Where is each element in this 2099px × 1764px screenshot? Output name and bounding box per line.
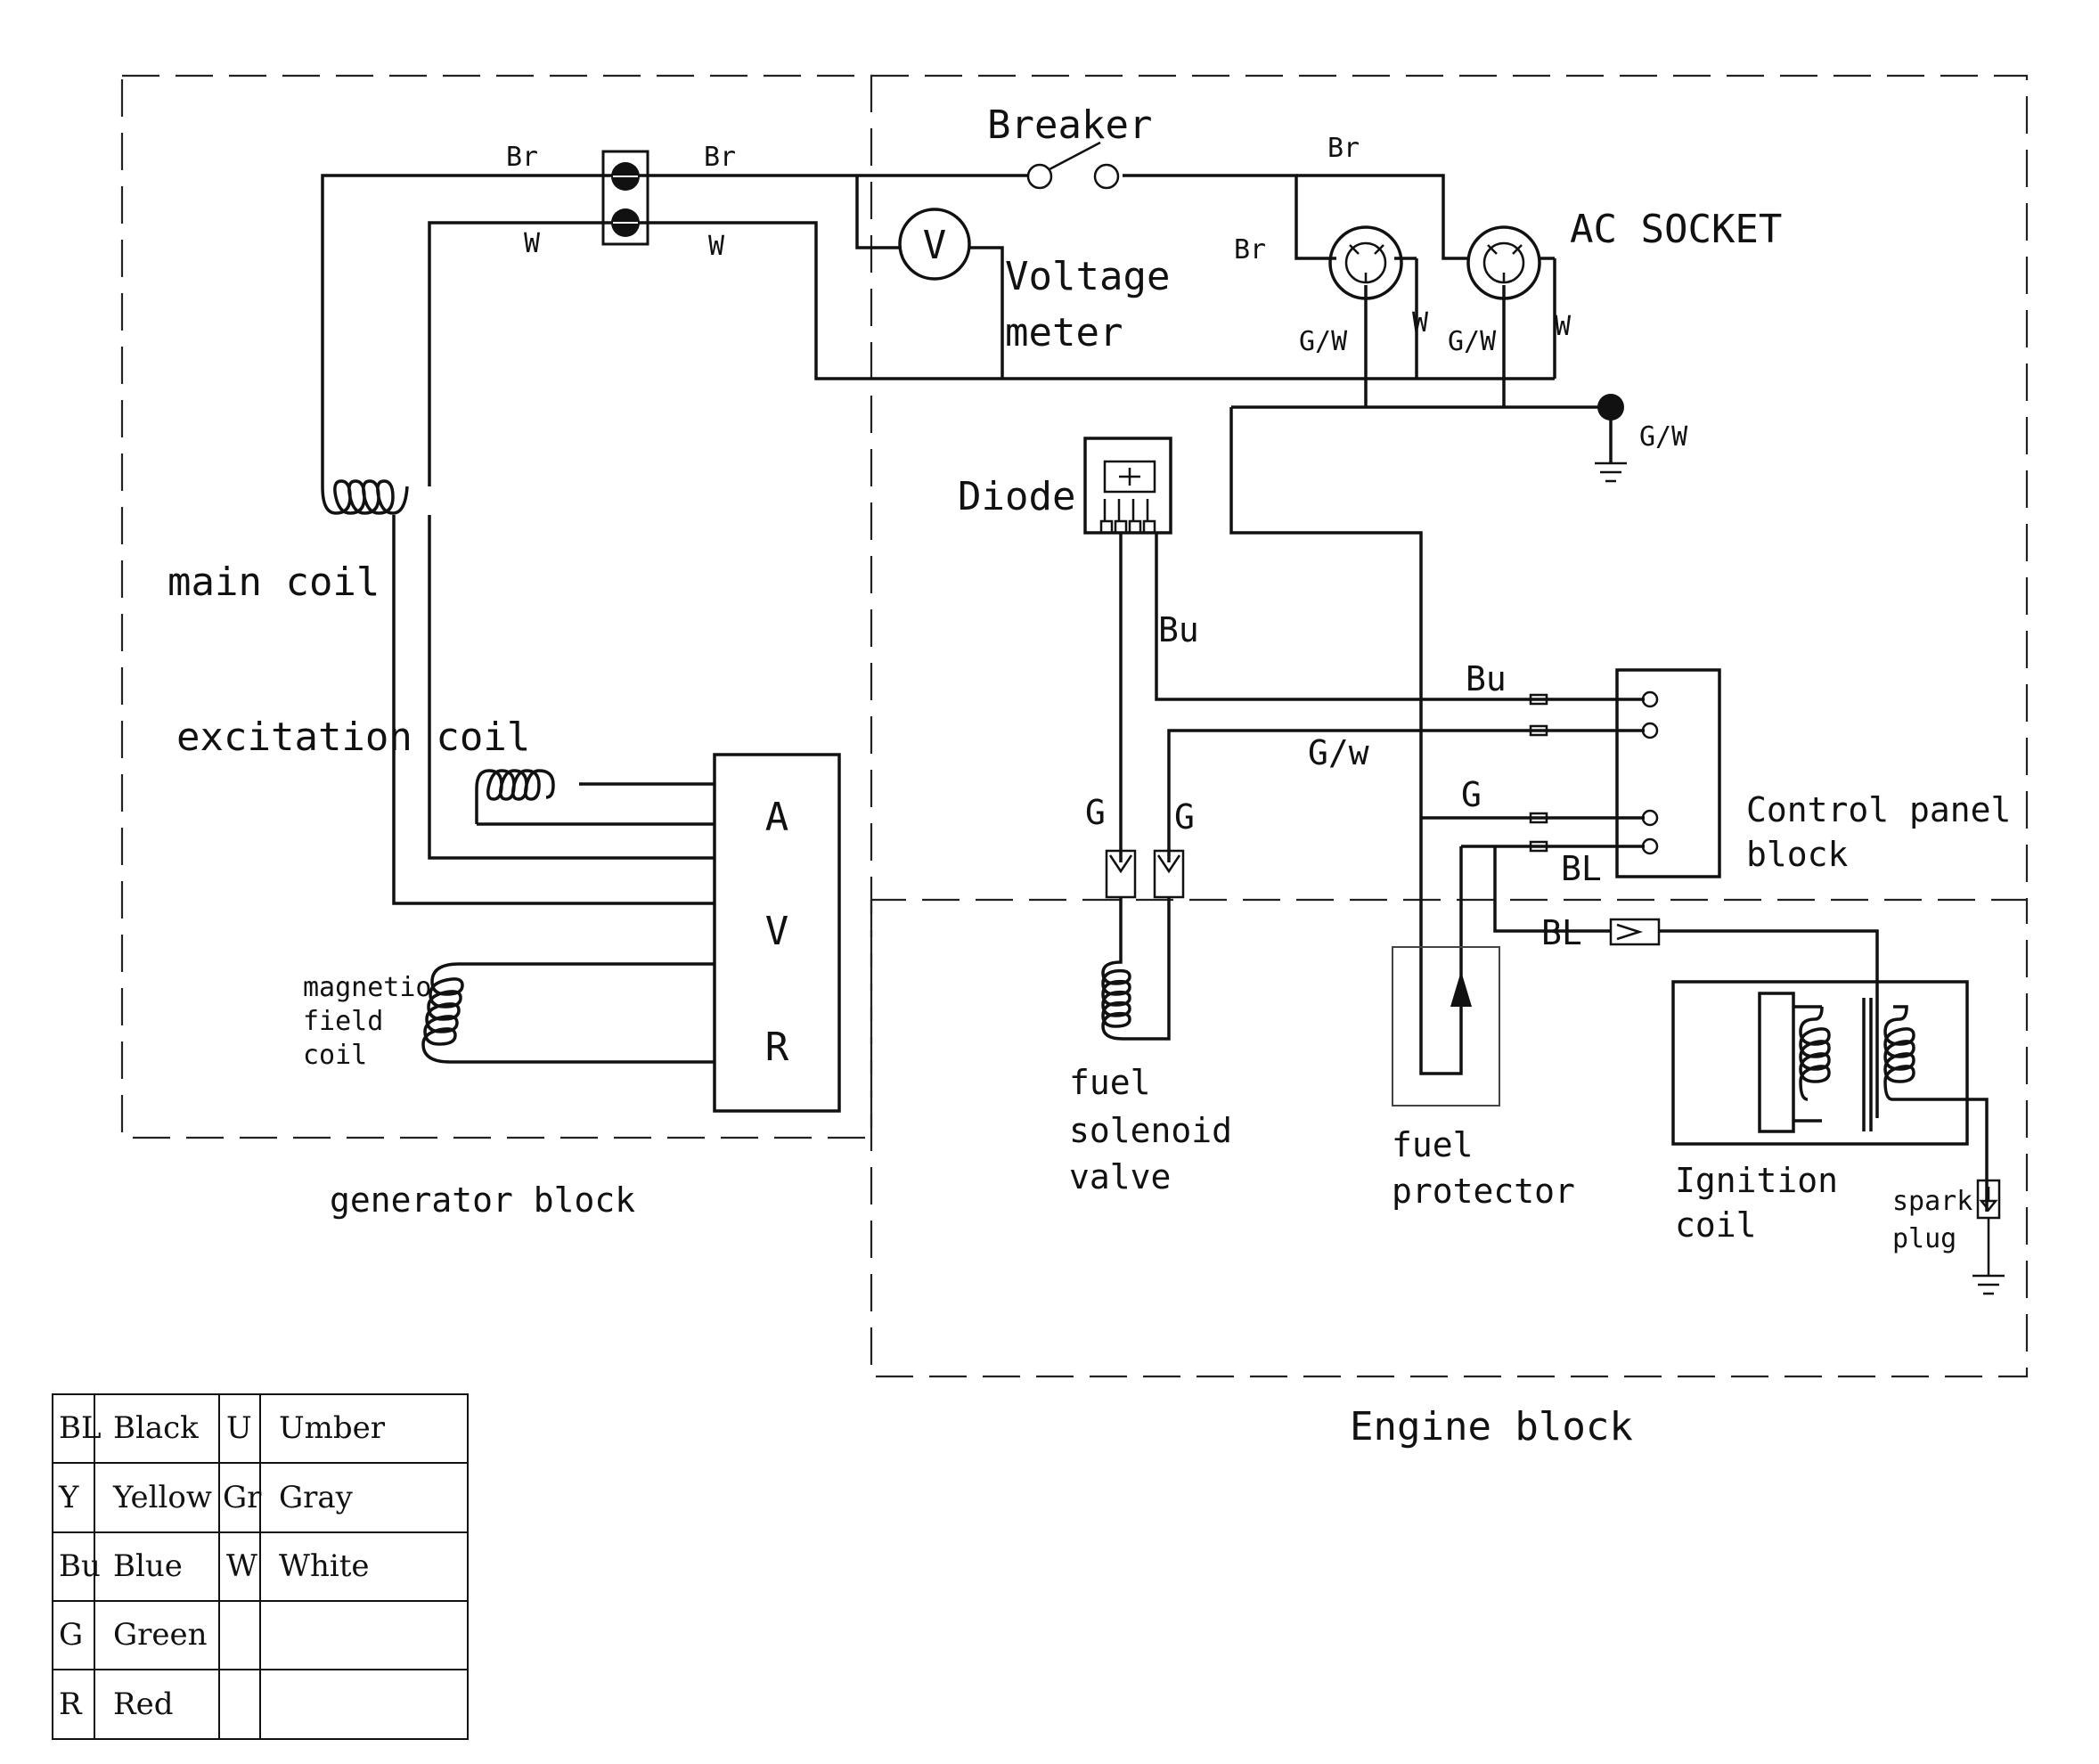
fuel-solenoid-label-2: solenoid (1069, 1111, 1232, 1150)
legend-code: Y (58, 1480, 79, 1515)
avr-label-r: R (765, 1025, 789, 1070)
generator-block-label: generator block (330, 1180, 635, 1220)
legend-code: Bu (59, 1548, 101, 1584)
fuel-protector-label-1: fuel (1392, 1125, 1474, 1164)
legend-color: Black (113, 1410, 199, 1446)
wire-label-w-socket-2: W (1555, 311, 1572, 342)
wire-label-gw-ground: G/W (1639, 421, 1688, 453)
engine-block-outline (870, 900, 2029, 1378)
legend-row: Bu Blue W White (59, 1548, 370, 1584)
wire-label-bl-panel: BL (1561, 849, 1602, 888)
breaker-switch (1026, 141, 1123, 190)
connector-bl (1609, 918, 1661, 946)
avr-label-a: A (765, 795, 789, 840)
ignition-coil-label-1: Ignition (1675, 1161, 1838, 1200)
generator-block-outline (120, 74, 873, 1139)
legend-code: BL (59, 1410, 102, 1446)
legend-color-2: Umber (279, 1410, 386, 1446)
breaker-label: Breaker (987, 102, 1152, 148)
excitation-coil-label: excitation coil (176, 715, 530, 760)
ignition-coil (1671, 980, 1989, 1212)
wire-label-br-2: Br (704, 142, 736, 173)
terminal-block (601, 150, 649, 246)
magnetic-field-coil (421, 962, 715, 1064)
engine-block-label: Engine block (1350, 1404, 1633, 1450)
legend-row: BL Black U Umber (59, 1410, 386, 1446)
ignition-coil-label-2: coil (1675, 1205, 1757, 1245)
fuel-solenoid-label-1: fuel (1069, 1063, 1151, 1102)
gw-lead-panel (1167, 729, 1645, 862)
wire-label-w-1: W (524, 228, 541, 259)
control-panel-label-1: Control panel (1746, 790, 2011, 829)
legend-code-2: U (226, 1410, 252, 1446)
ac-socket-1 (1328, 225, 1403, 300)
spark-plug-label-1: spark (1892, 1186, 1972, 1217)
spark-plug-label-2: plug (1892, 1223, 1956, 1254)
wire-label-bu-diode: Bu (1158, 610, 1199, 649)
wire-label-gw-panel: G/w (1308, 733, 1369, 772)
legend-code-2: W (226, 1548, 257, 1584)
control-panel-box (1615, 668, 1721, 878)
diode-bridge (1083, 437, 1172, 535)
main-coil-lead-1 (392, 515, 715, 905)
ac-socket-2 (1466, 225, 1541, 300)
voltmeter: V (898, 208, 971, 281)
wire-label-w-socket-1: W (1412, 307, 1429, 339)
legend-row: Y Yellow Gr Gray (58, 1480, 354, 1515)
panel-connector-pins (1529, 693, 1548, 853)
wire-label-g-panel: G (1461, 775, 1482, 814)
output-wiring (321, 174, 1613, 1075)
fuel-solenoid-label-3: valve (1069, 1157, 1171, 1196)
wire-label-br-socket-left: Br (1234, 234, 1266, 265)
wire-label-br-socket-top: Br (1327, 133, 1360, 164)
wire-label-bl-ignition: BL (1541, 913, 1582, 952)
control-block-outline (871, 74, 2029, 902)
magnetic-field-coil-label-1: magnetio (303, 972, 432, 1003)
magnetic-field-coil-label-3: coil (303, 1040, 367, 1071)
diode-lead-bu (1155, 533, 1645, 701)
spark-plug-icon (1972, 1179, 2005, 1295)
wire-label-w-2: W (708, 231, 725, 262)
fuel-protector (1392, 946, 1500, 1107)
color-legend-table (52, 1393, 469, 1740)
legend-row: G Green (59, 1617, 208, 1653)
wire-label-g-valve-2: G (1174, 797, 1195, 837)
excitation-coil (475, 769, 715, 826)
main-coil-lead-2 (428, 515, 715, 860)
legend-code-2: Gr (223, 1480, 262, 1515)
wire-label-bu-panel: Bu (1466, 659, 1507, 698)
wire-label-g-valve-1: G (1085, 793, 1106, 832)
avr-box (713, 753, 841, 1113)
diode-label: Diode (958, 474, 1075, 519)
legend-code: R (59, 1686, 83, 1722)
avr-label-v: V (765, 909, 789, 954)
voltage-meter-label-2: meter (1005, 310, 1123, 355)
voltmeter-symbol: V (923, 223, 947, 268)
legend-color: Yellow (112, 1480, 212, 1515)
voltage-meter-label-1: Voltage (1005, 254, 1170, 299)
wire-label-br-1: Br (506, 142, 538, 173)
legend-color-2: Gray (279, 1480, 354, 1515)
bl-lead-ignition-b (1659, 929, 1879, 1118)
ac-socket-label: AC SOCKET (1570, 207, 1782, 252)
legend-color: Red (113, 1686, 174, 1722)
legend-row: R Red (59, 1686, 174, 1722)
fuel-solenoid-coil (1101, 897, 1171, 1041)
legend-color: Green (113, 1617, 208, 1653)
main-coil (321, 479, 409, 515)
wire-label-gw-socket-2: G/W (1448, 326, 1497, 357)
legend-color: Blue (113, 1548, 183, 1584)
bl-lead-ignition-a (1493, 846, 1611, 933)
main-coil-label: main coil (167, 559, 380, 605)
magnetic-field-coil-label-2: field (303, 1006, 383, 1037)
fuel-protector-label-2: protector (1392, 1172, 1575, 1211)
wire-label-gw-socket-1: G/W (1299, 326, 1348, 357)
legend-code: G (59, 1617, 83, 1653)
control-panel-label-2: block (1746, 835, 1849, 874)
legend-color-2: White (279, 1548, 370, 1584)
ground-icon (1595, 394, 1627, 483)
